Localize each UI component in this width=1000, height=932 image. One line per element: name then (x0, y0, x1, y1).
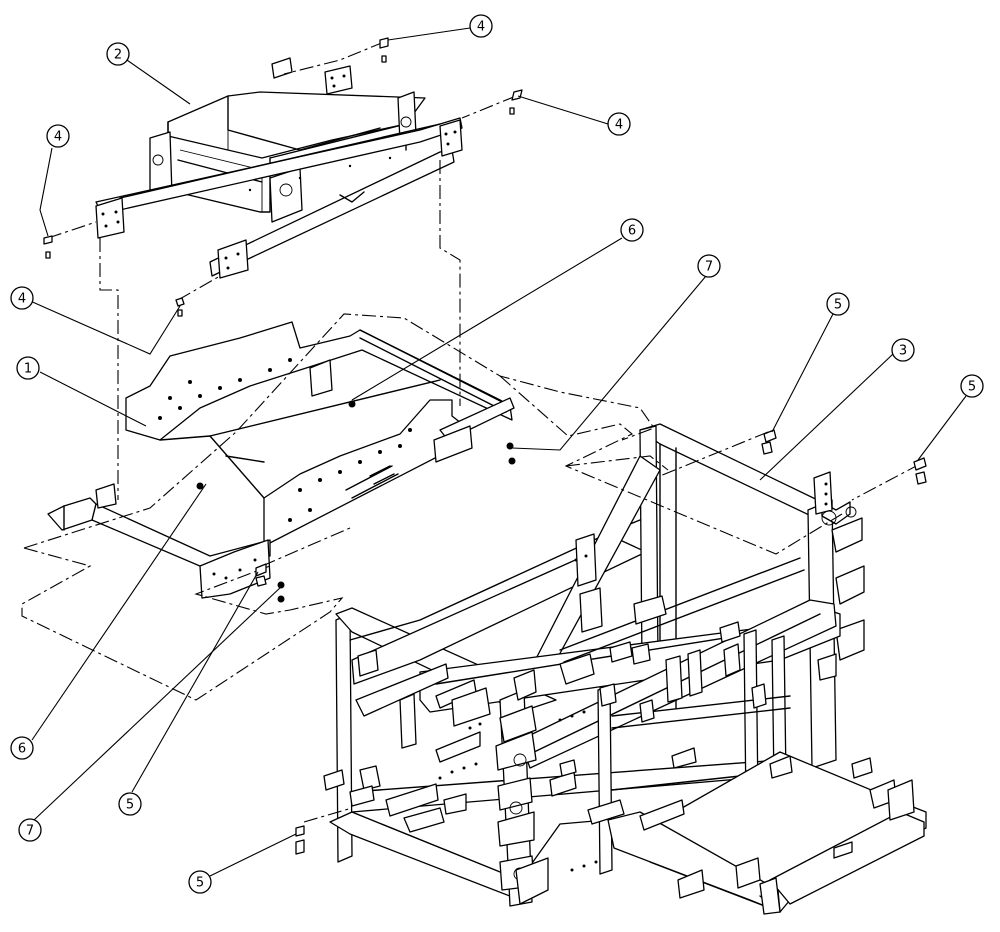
part-2-upper-bracket-assembly (95, 57, 463, 279)
svg-text:6: 6 (18, 742, 26, 757)
svg-text:3: 3 (899, 344, 907, 359)
callout-7-top: 7 (697, 254, 721, 278)
svg-text:4: 4 (477, 20, 485, 35)
svg-text:6: 6 (628, 224, 636, 239)
callout-1: 1 (16, 356, 40, 380)
svg-text:4: 4 (615, 118, 623, 133)
callout-3: 3 (891, 338, 915, 362)
svg-text:5: 5 (834, 298, 842, 313)
callout-5-right: 5 (960, 374, 984, 398)
svg-text:5: 5 (968, 380, 976, 395)
svg-text:7: 7 (705, 260, 713, 275)
svg-text:2: 2 (114, 48, 122, 63)
callout-6-left: 6 (10, 736, 34, 760)
svg-text:1: 1 (24, 362, 32, 377)
callout-2: 2 (106, 42, 130, 66)
callout-5-bottom-left: 5 (118, 792, 142, 816)
hardware (43, 37, 927, 855)
part-1-tray-assembly (47, 321, 516, 603)
callout-4-mid-left: 4 (10, 286, 34, 310)
callout-6-top: 6 (620, 218, 644, 242)
lower-platform (607, 751, 927, 915)
part-3-main-frame (323, 423, 865, 907)
svg-text:4: 4 (54, 130, 62, 145)
leader-lines (27, 27, 967, 877)
svg-text:7: 7 (26, 824, 34, 839)
callout-5-bottom: 5 (188, 870, 212, 894)
callout-5-top: 5 (826, 292, 850, 316)
callouts: 1 2 3 4 4 4 4 5 (10, 14, 984, 894)
svg-text:5: 5 (196, 876, 204, 891)
callout-4-left: 4 (46, 124, 70, 148)
callout-4-top-right: 4 (469, 14, 493, 38)
svg-text:4: 4 (18, 292, 26, 307)
assembly-phantom-lines (21, 41, 921, 823)
callout-7-left: 7 (18, 818, 42, 842)
callout-4-right: 4 (607, 112, 631, 136)
svg-text:5: 5 (126, 798, 134, 813)
